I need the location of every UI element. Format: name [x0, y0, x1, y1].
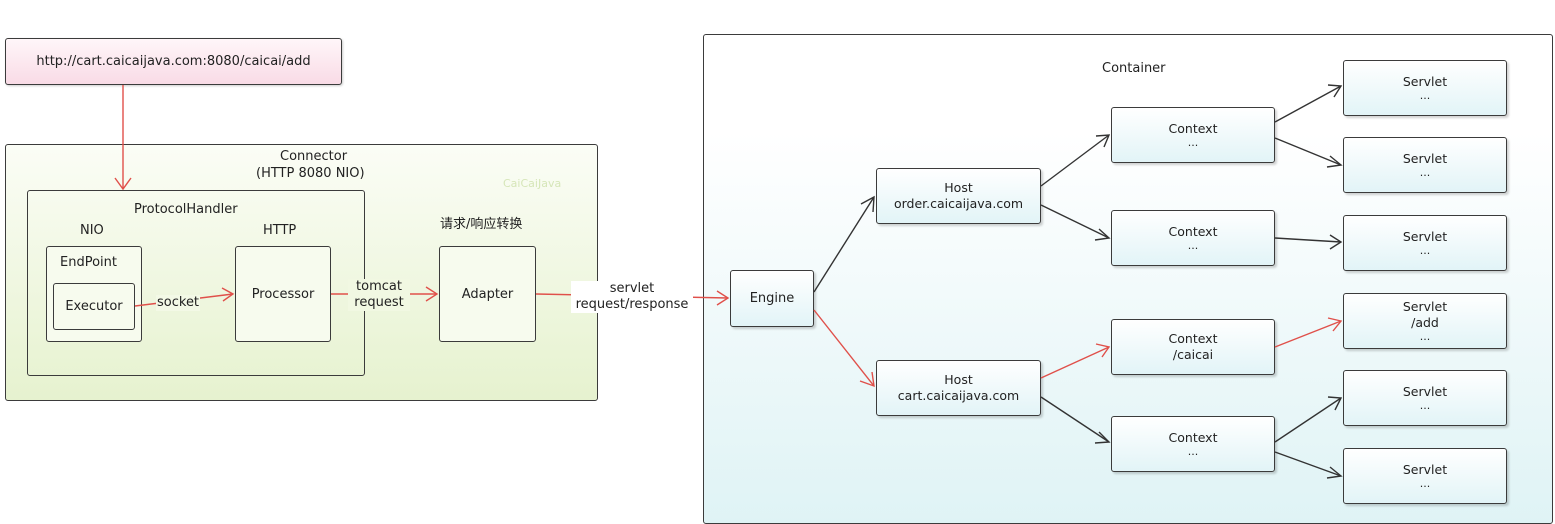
- tomcat-label-line2: request: [354, 295, 404, 310]
- context-node: Context ...: [1111, 416, 1275, 472]
- servlet-title: Servlet: [1402, 384, 1448, 399]
- context-node: Context ...: [1111, 107, 1275, 163]
- tomcat-label-line1: tomcat: [356, 279, 402, 294]
- servlet-sub: ...: [1419, 244, 1431, 257]
- servlet-sub: ...: [1419, 399, 1431, 412]
- adapter-box: Adapter: [439, 246, 536, 342]
- servlet-sub: ...: [1419, 477, 1431, 490]
- connector-title: Connector: [280, 149, 348, 164]
- servlet-title: Servlet: [1402, 229, 1448, 244]
- servlet-request-response-label: servlet request/response: [571, 281, 693, 313]
- servlet-node: Servlet ...: [1343, 448, 1507, 504]
- servlet-sub: ...: [1419, 166, 1431, 179]
- adapter-label: Adapter: [461, 286, 514, 302]
- servlet-node: Servlet /add ...: [1343, 293, 1507, 349]
- url-box: http://cart.caicaijava.com:8080/caicai/a…: [5, 38, 342, 85]
- arrow-host-to-context: [1040, 346, 1110, 379]
- servlet-label-line2: request/response: [575, 297, 689, 312]
- servlet-sub2: ...: [1419, 330, 1431, 343]
- servlet-title: Servlet: [1402, 462, 1448, 477]
- http-label: HTTP: [263, 223, 297, 238]
- context-title: Context: [1168, 331, 1218, 346]
- servlet-node: Servlet ...: [1343, 370, 1507, 426]
- context-title: Context: [1168, 224, 1218, 239]
- context-sub: /caicai: [1172, 347, 1214, 362]
- arrow-context-to-servlet-d: [1274, 397, 1342, 443]
- context-node: Context ...: [1111, 210, 1275, 266]
- processor-label: Processor: [251, 286, 315, 302]
- engine-label: Engine: [749, 290, 795, 306]
- arrow-context-to-servlet-a: [1274, 85, 1342, 123]
- host-node: Host order.caicaijava.com: [876, 168, 1041, 224]
- servlet-sub: ...: [1419, 89, 1431, 102]
- arrow-host-to-context-b: [1040, 204, 1110, 239]
- context-node: Context /caicai: [1111, 319, 1275, 375]
- connector-subtitle: (HTTP 8080 NIO): [256, 166, 365, 181]
- connection-lines: [114, 84, 1343, 479]
- servlet-title: Servlet: [1402, 299, 1448, 314]
- host-title: Host: [944, 372, 973, 387]
- context-title: Context: [1168, 121, 1218, 136]
- context-title: Context: [1168, 430, 1218, 445]
- tomcat-request-label: tomcat request: [348, 279, 410, 311]
- arrow-engine-to-host-order: [813, 196, 875, 293]
- arrow-context-to-servlet: [1274, 320, 1342, 348]
- servlet-title: Servlet: [1402, 74, 1448, 89]
- context-sub: ...: [1187, 239, 1199, 252]
- host-title: Host: [944, 180, 973, 195]
- servlet-label-line1: servlet: [609, 281, 655, 296]
- servlet-title: Servlet: [1402, 151, 1448, 166]
- host-name: order.caicaijava.com: [893, 196, 1024, 211]
- nio-label: NIO: [80, 223, 104, 238]
- container-title: Container: [1102, 61, 1166, 76]
- arrow-context-to-servlet-e: [1274, 451, 1342, 477]
- arrow-host-to-context-a: [1040, 134, 1110, 187]
- url-text: http://cart.caicaijava.com:8080/caicai/a…: [36, 54, 311, 69]
- context-sub: ...: [1187, 445, 1199, 458]
- host-name: cart.caicaijava.com: [897, 388, 1020, 403]
- endpoint-label: EndPoint: [60, 255, 117, 270]
- engine-node: Engine: [730, 270, 814, 327]
- servlet-sub: /add: [1411, 315, 1439, 330]
- watermark: CaiCaiJava: [503, 177, 562, 190]
- executor-box: Executor: [53, 283, 135, 330]
- arrow-host-to-context-c: [1040, 396, 1110, 443]
- protocol-handler-title: ProtocolHandler: [134, 202, 238, 217]
- processor-box: Processor: [235, 246, 331, 342]
- executor-label: Executor: [65, 299, 123, 314]
- convert-label: 请求/响应转换: [440, 217, 523, 232]
- arrow-context-to-servlet-b: [1274, 137, 1342, 166]
- arrow-engine-to-host: [813, 309, 875, 387]
- socket-label: socket: [156, 295, 201, 311]
- context-sub: ...: [1187, 136, 1199, 149]
- host-node: Host cart.caicaijava.com: [876, 360, 1041, 416]
- servlet-node: Servlet ...: [1343, 215, 1507, 271]
- servlet-node: Servlet ...: [1343, 60, 1507, 116]
- arrow-context-to-servlet-c: [1274, 237, 1342, 243]
- servlet-node: Servlet ...: [1343, 137, 1507, 193]
